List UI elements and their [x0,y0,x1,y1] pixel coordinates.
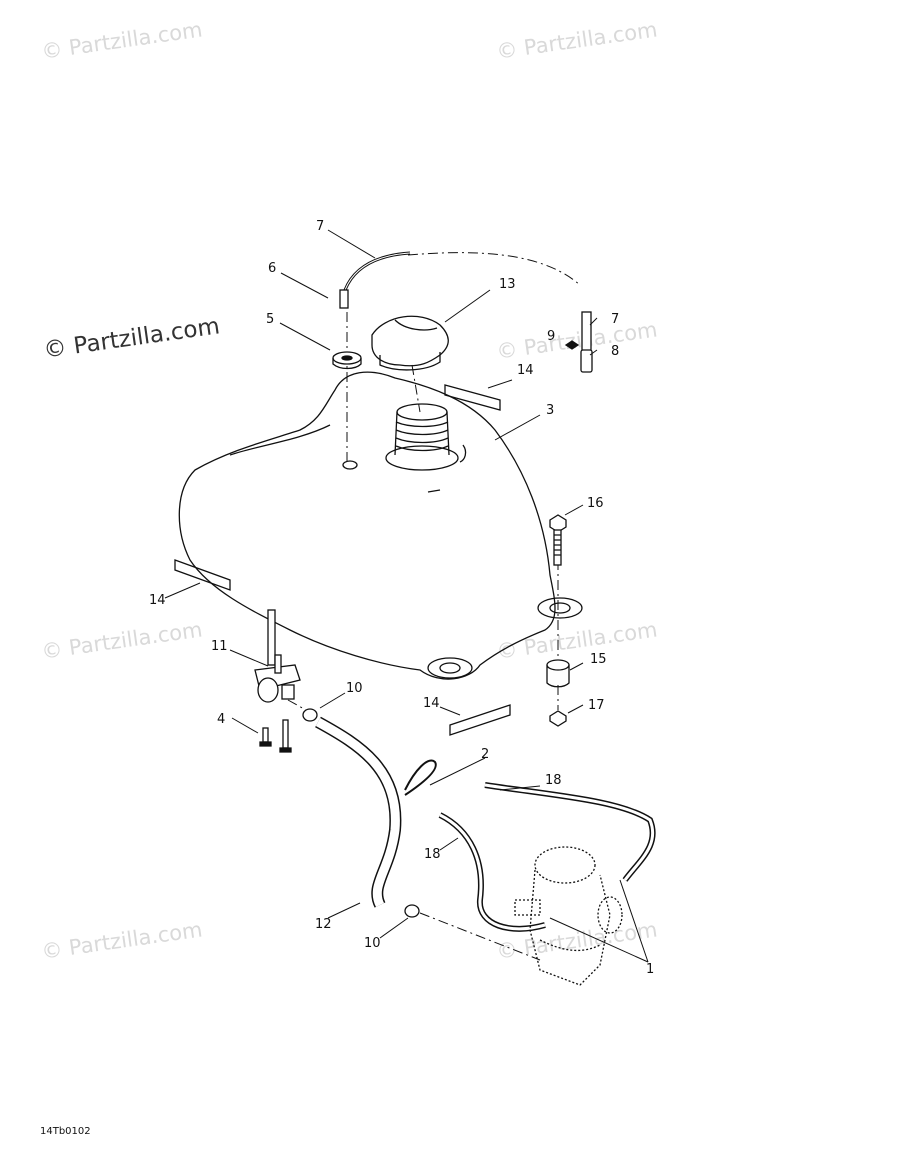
rubber-strip [174,559,231,591]
rubber-strip [444,384,501,411]
vent-hose [343,251,411,291]
hose-clamp [404,904,420,918]
callout-1: 1 [646,962,654,977]
vent-cap [580,349,593,373]
callout-7: 7 [611,312,619,327]
callout-18: 18 [545,773,562,788]
fuel-cap [371,315,449,371]
fuel-valve [254,609,301,703]
callout-18: 18 [424,847,441,862]
callout-10: 10 [346,681,363,696]
tank-mount-rear [537,597,583,619]
fuel-tank [178,371,556,680]
overflow-hose [438,812,546,932]
carburetor [514,846,623,986]
callout-14: 14 [423,696,440,711]
callout-6: 6 [268,261,276,276]
callout-7: 7 [316,219,324,234]
tie-wrap [404,759,437,796]
spacer [546,659,570,688]
washer [564,340,580,350]
filler-neck [385,403,459,471]
callout-9: 9 [547,329,555,344]
callout-4: 4 [217,712,225,727]
callout-11: 11 [211,639,228,654]
callout-12: 12 [315,917,332,932]
screw [279,719,292,753]
callout-8: 8 [611,344,619,359]
drawing-code: 14Tb0102 [40,1126,91,1137]
callout-16: 16 [587,496,604,511]
rubber-strip [449,704,511,736]
callout-14: 14 [517,363,534,378]
tank-mount-front [427,657,473,679]
callout-5: 5 [266,312,274,327]
screw [259,727,272,747]
bolt [549,514,567,566]
nut [549,710,567,727]
callout-10: 10 [364,936,381,951]
overflow-hose [484,782,656,882]
grommet [332,351,362,370]
callout-17: 17 [588,698,605,713]
callout-3: 3 [546,403,554,418]
callout-14: 14 [149,593,166,608]
callout-13: 13 [499,277,516,292]
hose-clamp [302,708,318,722]
check-valve [339,289,349,309]
callout-2: 2 [481,747,489,762]
callout-15: 15 [590,652,607,667]
